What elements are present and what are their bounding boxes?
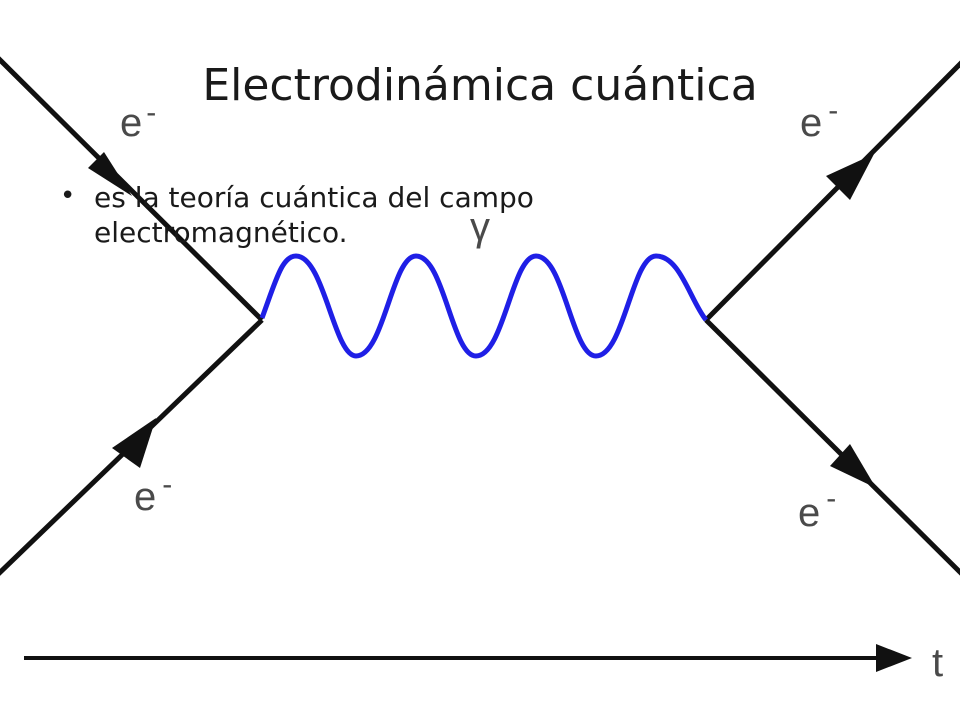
label-electron-out-top: e- (800, 94, 838, 145)
arrow-in-bottom-icon (112, 418, 156, 468)
arrow-in-top-icon (88, 152, 132, 196)
bullet-dot-icon: • (60, 181, 76, 211)
arrow-out-top-icon (826, 154, 874, 200)
bullet-list: • es la teoría cuántica del campo electr… (60, 180, 760, 250)
slide-title: Electrodinámica cuántica (202, 60, 758, 111)
label-electron-out-bottom: e- (798, 482, 836, 535)
label-time-axis: t (932, 641, 943, 685)
electron-line-out-bottom (704, 318, 960, 576)
photon-wave-line (259, 253, 709, 359)
arrow-out-bottom-icon (830, 444, 876, 488)
electron-line-in-top (0, 56, 264, 322)
time-axis-arrow-icon (876, 644, 912, 672)
label-electron-in-bottom: e- (134, 468, 172, 519)
label-electron-in-top: e- (120, 96, 156, 145)
bullet-text: es la teoría cuántica del campo electrom… (94, 181, 534, 249)
bullet-item: • es la teoría cuántica del campo electr… (60, 180, 760, 250)
label-photon: γ (470, 205, 490, 249)
